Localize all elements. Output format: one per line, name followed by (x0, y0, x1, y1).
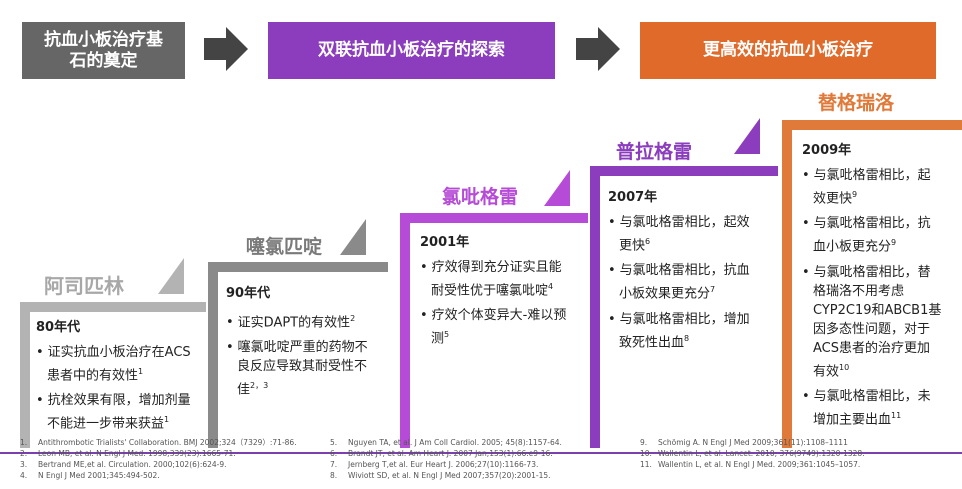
stage-text-ticagrelor: 2009年 与氯吡格雷相比，起效更快9 与氯吡格雷相比，抗血小板更充分9 与氯吡… (802, 141, 942, 435)
divider (0, 452, 962, 454)
stage-panel-ticagrelor (782, 120, 962, 448)
stage-title-clopidogrel: 氯吡格雷 (442, 186, 519, 208)
stage-arrow-icon (340, 219, 366, 255)
header-box-foundation-label: 抗血小板治疗基石的奠定 (44, 29, 163, 71)
stage-panel-ticlopidine (208, 262, 388, 448)
stage-point: 与氯吡格雷相比，起效更快9 (802, 166, 942, 208)
stage-period: 2009年 (802, 143, 852, 158)
reference-item: 11.Wallentin L, et al. N Engl J Med. 200… (640, 460, 861, 469)
stage-title-ticagrelor: 替格瑞洛 (818, 92, 895, 114)
stage-period: 80年代 (36, 320, 81, 335)
stage-text-ticlopidine: 90年代 证实DAPT的有效性2 噻氯吡啶严重的药物不良反应导致其耐受性不佳2，… (226, 284, 376, 406)
reference-item: 10.Wallentin L, et al. Lancet. 2010; 376… (640, 449, 865, 458)
stage-point: 疗效得到充分证实且能耐受性优于噻氯吡啶4 (420, 258, 570, 300)
stage-point: 证实抗血小板治疗在ACS患者中的有效性1 (36, 343, 196, 385)
stage-text-clopidogrel: 2001年 疗效得到充分证实且能耐受性优于噻氯吡啶4 疗效个体变异大-难以预测5 (420, 233, 570, 355)
stage-panel-clopidogrel (400, 213, 588, 448)
stage-point: 噻氯吡啶严重的药物不良反应导致其耐受性不佳2，3 (226, 338, 376, 399)
stage-arrow-icon (544, 170, 570, 206)
stage-point: 与氯吡格雷相比，增加致死性出血8 (608, 310, 756, 352)
stage-title-ticlopidine: 噻氯匹啶 (246, 236, 323, 258)
arrow-right-icon-head (598, 27, 620, 71)
stage-panel-aspirin (20, 302, 206, 448)
reference-item: 9.Schömig A. N Engl J Med 2009;361(11):1… (640, 438, 848, 447)
references-col-1: 1.Antithrombotic Trialists' Collaboratio… (20, 437, 297, 481)
stage-point: 与氯吡格雷相比，未增加主要出血11 (802, 387, 942, 429)
stage-text-aspirin: 80年代 证实抗血小板治疗在ACS患者中的有效性1 抗栓效果有限，增加剂量不能进… (36, 318, 196, 440)
reference-item: 2.Leon MB, et al. N Engl J Med. 1998;339… (20, 449, 236, 458)
header-box-dapt-label: 双联抗血小板治疗的探索 (318, 40, 505, 60)
arrow-right-icon-head (226, 27, 248, 71)
stage-point: 疗效个体变异大-难以预测5 (420, 306, 570, 348)
arrow-right-icon (204, 38, 226, 60)
reference-item: 4.N Engl J Med 2001;345:494-502. (20, 471, 160, 480)
reference-item: 3.Bertrand ME,et al. Circulation. 2000;1… (20, 460, 227, 469)
stage-point: 与氯吡格雷相比，替格瑞洛不用考虑CYP2C19和ABCB1基因多态性问题，对于A… (802, 263, 942, 381)
stage-text-prasugrel: 2007年 与氯吡格雷相比，起效更快6 与氯吡格雷相比，抗血小板效果更充分7 与… (608, 188, 756, 358)
reference-item: 8.Wiviott SD, et al. N Engl J Med 2007;3… (330, 471, 551, 480)
header-box-efficient-label: 更高效的抗血小板治疗 (703, 40, 873, 60)
stage-point: 与氯吡格雷相比，抗血小板更充分9 (802, 214, 942, 256)
stage-period: 2001年 (420, 235, 470, 250)
stage-arrow-icon (734, 118, 760, 154)
stage-title-aspirin: 阿司匹林 (44, 274, 124, 298)
stage-point: 抗栓效果有限，增加剂量不能进一步带来获益1 (36, 391, 196, 433)
header-box-foundation: 抗血小板治疗基石的奠定 (22, 22, 185, 79)
stage-period: 90年代 (226, 286, 271, 301)
header-box-dapt: 双联抗血小板治疗的探索 (268, 22, 555, 79)
references-col-2: 5.Nguyen TA, et al. J Am Coll Cardiol. 2… (330, 437, 562, 481)
stage-period: 2007年 (608, 190, 658, 205)
stage-title-prasugrel: 普拉格雷 (616, 141, 693, 163)
reference-item: 7.Jernberg T,et al. Eur Heart J. 2006;27… (330, 460, 539, 469)
arrow-right-icon (576, 38, 598, 60)
header-box-efficient: 更高效的抗血小板治疗 (640, 22, 936, 79)
stage-arrow-icon (158, 258, 184, 294)
stage-point: 证实DAPT的有效性2 (226, 309, 376, 332)
reference-item: 1.Antithrombotic Trialists' Collaboratio… (20, 438, 297, 447)
references-col-3: 9.Schömig A. N Engl J Med 2009;361(11):1… (640, 437, 865, 470)
stage-point: 与氯吡格雷相比，起效更快6 (608, 213, 756, 255)
stage-point: 与氯吡格雷相比，抗血小板效果更充分7 (608, 261, 756, 303)
reference-item: 5.Nguyen TA, et al. J Am Coll Cardiol. 2… (330, 438, 562, 447)
stage-panel-prasugrel (590, 166, 778, 448)
reference-item: 6.Brandt JT, et al. Am Heart J. 2007 Jan… (330, 449, 553, 458)
